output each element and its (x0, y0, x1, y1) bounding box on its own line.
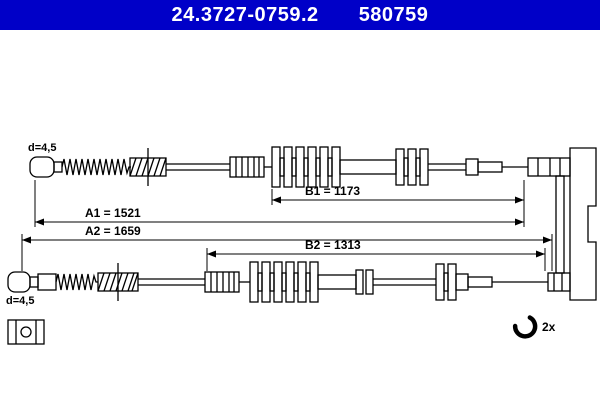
grommet-hatch (129, 157, 167, 177)
cable1-sheath (339, 159, 397, 175)
clip-quantity-label: 2x (542, 320, 556, 334)
bellows-rib (285, 261, 295, 303)
sleeve-segments (553, 273, 563, 291)
header-ref-number: 580759 (358, 3, 429, 26)
collar-rib (407, 148, 417, 186)
cable2-bellows (249, 261, 319, 303)
sleeve-body (547, 272, 571, 292)
arrowhead (35, 218, 44, 226)
cable1 (29, 146, 571, 188)
cable2-end-barrel (7, 271, 31, 293)
ferrule-body (477, 161, 503, 173)
dimension-b1: B1 = 1173 (271, 184, 524, 205)
cable2-end-ferrule (37, 273, 57, 291)
cable1-adjuster (229, 156, 265, 178)
cable2 (7, 261, 571, 303)
bellows-rib (283, 146, 293, 188)
cable1-bellows (271, 146, 341, 188)
dim-b1-label: B1 = 1173 (305, 184, 360, 198)
guide-body (7, 319, 45, 345)
cable2-wire (138, 278, 205, 286)
arrowhead (207, 250, 216, 258)
arrowhead (22, 236, 31, 244)
arrowhead (272, 196, 281, 204)
arrowhead (536, 250, 545, 258)
ferrule-body (467, 276, 493, 288)
dimension-a1: A1 = 1521 (34, 180, 525, 227)
cable2-wire2 (373, 278, 436, 286)
collar-rib (395, 148, 405, 186)
arrowhead (515, 218, 524, 226)
dim-a2-label: A2 = 1659 (85, 224, 141, 238)
retaining-clip-icon (512, 315, 538, 339)
ferrule-cap (455, 273, 469, 291)
cable2-end-neck (29, 276, 39, 288)
cable-guide-part (7, 319, 45, 345)
adjuster-threads (210, 272, 235, 292)
bracket-arm (555, 175, 565, 274)
cable1-end-sleeve (527, 157, 571, 177)
cable1-wire (166, 163, 230, 171)
bellows-rib (271, 146, 281, 188)
bellows-rib (261, 261, 271, 303)
header-part-number: 24.3727-0759.2 (171, 3, 319, 26)
sleeve-body (527, 157, 571, 177)
guide-hole (20, 326, 32, 338)
grommet-hatch (97, 272, 139, 292)
cable2-diameter-label: d=4,5 (6, 295, 34, 307)
cable2-adjuster (204, 271, 240, 293)
cable1-collars (395, 148, 429, 186)
bellows-rib (331, 146, 341, 188)
cable2-stop-collar (355, 269, 374, 295)
header-bar: 24.3727-0759.2 580759 (0, 0, 600, 30)
cable1-end-barrel (29, 156, 55, 178)
collar-rib (355, 269, 364, 295)
dimension-a2: A2 = 1659 (21, 224, 553, 271)
cable1-ferrule (465, 158, 503, 176)
bellows-rib (307, 146, 317, 188)
cable2-sheath (317, 274, 357, 290)
arrowhead (515, 196, 524, 204)
bellows-rib (309, 261, 319, 303)
cable2-collars (435, 263, 457, 301)
bellows-rib (297, 261, 307, 303)
bellows-rib (295, 146, 305, 188)
collar-rib (365, 269, 374, 295)
arrowhead (543, 236, 552, 244)
cable2-end-sleeve (547, 272, 571, 292)
ferrule-cap (465, 158, 479, 176)
cable2-spring (55, 273, 98, 291)
dim-a1-label: A1 = 1521 (85, 206, 141, 220)
cable2-grommet (97, 263, 139, 301)
collar-rib (435, 263, 445, 301)
collar-rib (447, 263, 457, 301)
mounting-bracket (555, 147, 597, 301)
bellows-rib (319, 146, 329, 188)
dim-b2-label: B2 = 1313 (305, 238, 361, 252)
adjuster-threads (235, 157, 260, 177)
cable1-grommet (129, 148, 167, 186)
bellows-rib (249, 261, 259, 303)
bracket-plate (569, 147, 597, 301)
cable1-spring (61, 158, 131, 176)
diagram-canvas: B1 = 1173 A1 = 1521 A2 = 1659 B2 = 1313 … (6, 142, 597, 345)
dimension-b2: B2 = 1313 (206, 238, 546, 271)
cable1-end-neck (53, 161, 63, 173)
retaining-clip-group: 2x (512, 315, 556, 339)
cable1-wire2 (428, 163, 466, 171)
cable1-diameter-label: d=4,5 (28, 142, 56, 154)
sleeve-segments (537, 158, 561, 176)
collar-rib (419, 148, 429, 186)
bellows-rib (273, 261, 283, 303)
cable2-ferrule (455, 273, 493, 291)
